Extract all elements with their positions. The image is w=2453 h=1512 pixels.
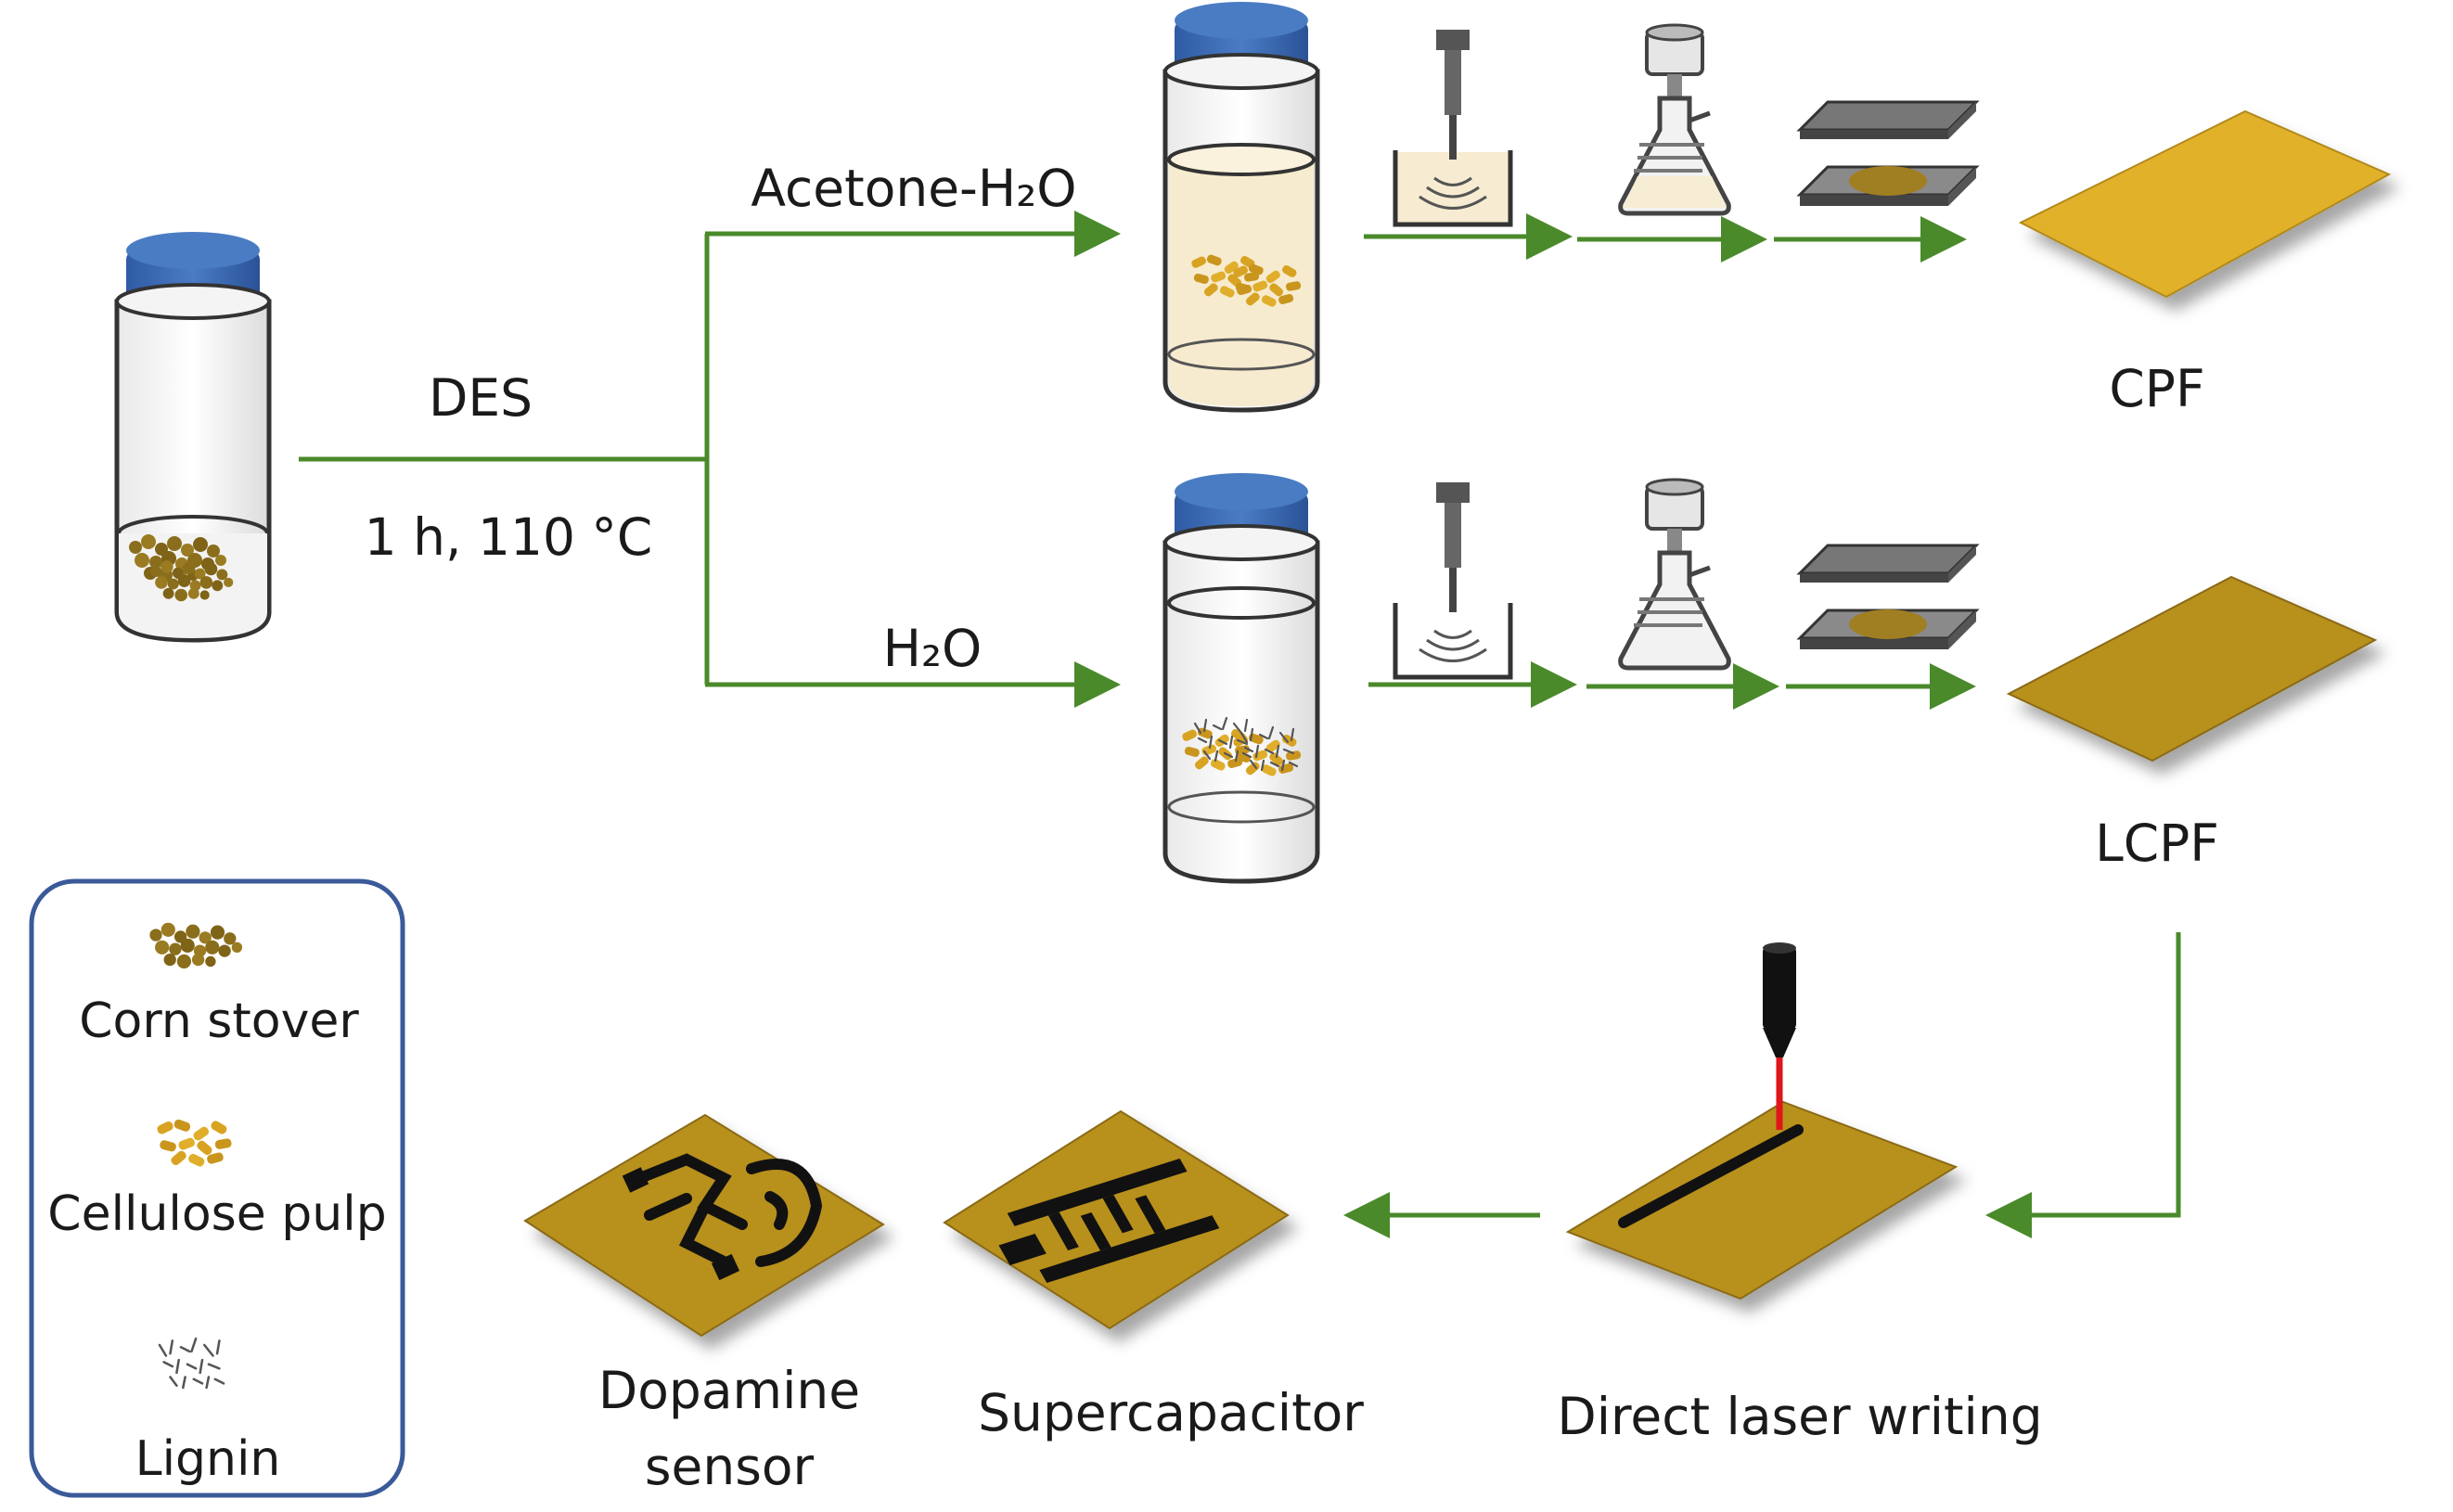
top-bottle — [1165, 2, 1317, 410]
direct-laser-writing-label: Direct laser writing — [1557, 1387, 2042, 1446]
des-label: DES — [429, 368, 533, 428]
legend: Corn stover Cellulose pulp Lignin — [29, 878, 405, 1498]
acetone-h2o-label: Acetone-H₂O — [751, 159, 1076, 218]
bottom-arrows — [1368, 661, 1976, 710]
bottom-flask — [1621, 480, 1729, 668]
cpf-film — [2018, 109, 2392, 299]
lcpf-label: LCPF — [2095, 814, 2219, 873]
supercapacitor-device — [943, 1109, 1290, 1330]
start-bottle — [117, 232, 269, 640]
top-sonicator — [1395, 30, 1510, 224]
dopamine-label-line2: sensor — [645, 1437, 815, 1496]
bottom-press — [1798, 544, 1978, 651]
legend-corn-stover: Corn stover — [79, 993, 359, 1049]
top-arrows — [1364, 213, 1967, 263]
bottom-bottle — [1165, 473, 1317, 881]
lcpf-film — [2006, 575, 2378, 762]
bottom-sonicator — [1395, 482, 1510, 677]
top-press — [1798, 100, 1978, 208]
dopamine-sensor-device — [523, 1113, 885, 1338]
laser-sheet — [1565, 1100, 1959, 1301]
laser-head — [1763, 942, 1796, 1130]
supercapacitor-label: Supercapacitor — [978, 1383, 1364, 1442]
legend-cellulose-pulp: Cellulose pulp — [47, 1186, 386, 1242]
condition-label: 1 h, 110 °C — [365, 507, 653, 567]
cpf-label: CPF — [2109, 359, 2204, 418]
legend-lignin: Lignin — [135, 1431, 281, 1487]
h2o-label: H₂O — [883, 619, 982, 678]
lcpf-to-laser-arrow — [1985, 932, 2181, 1238]
top-flask — [1621, 25, 1729, 213]
branch-connector — [299, 211, 1121, 708]
laser-trace — [1618, 1124, 1804, 1228]
dopamine-label-line1: Dopamine — [598, 1361, 860, 1420]
